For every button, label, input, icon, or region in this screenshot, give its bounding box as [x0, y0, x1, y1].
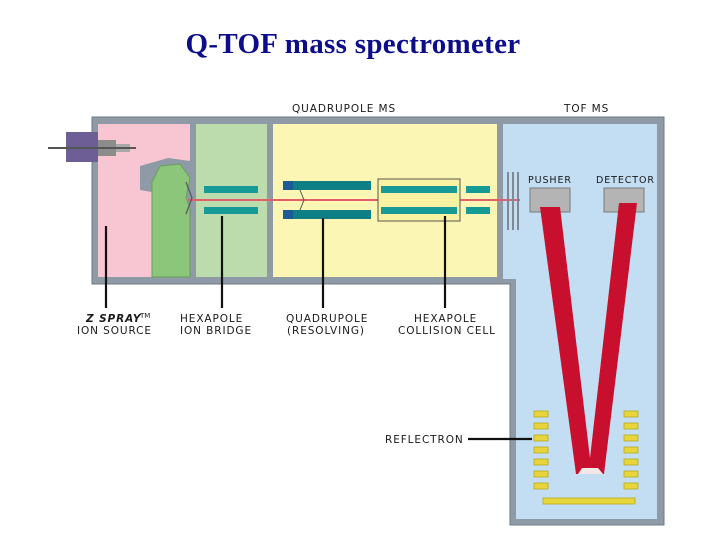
quadrupole-label: QUADRUPOLE [286, 313, 368, 325]
sampling-cone [151, 163, 191, 278]
reflectron-plates-left [533, 410, 549, 490]
pusher-label: PUSHER [528, 175, 572, 186]
collision-cell-label: COLLISION CELL [398, 325, 496, 337]
tof-entrance-slits [507, 172, 519, 230]
quadrupole-prefilter [283, 210, 293, 219]
reflectron-back-plate [542, 497, 636, 505]
ion-source-label: ION SOURCE [77, 325, 152, 337]
page-title: Q-TOF mass spectrometer [185, 28, 521, 60]
ion-path-bend [299, 189, 305, 211]
zspray-tm-label: TM [139, 312, 150, 320]
quadrupole-rod [283, 210, 371, 219]
reflectron-plates-right [623, 410, 639, 490]
quadrupole-ms-label: QUADRUPOLE MS [292, 103, 396, 115]
flight-path-turn [578, 468, 603, 474]
ion-bridge-label: ION BRIDGE [180, 325, 252, 337]
hexapole-bridge-label: HEXAPOLE [180, 313, 243, 325]
collision-cell-rod [381, 207, 457, 214]
transfer-lens [466, 207, 490, 214]
tof-flight-path [540, 203, 637, 474]
quadrupole-rod [283, 181, 371, 190]
quadrupole-prefilter [283, 181, 293, 190]
hexapole-cell-label: HEXAPOLE [414, 313, 477, 325]
leader-lines [104, 216, 532, 441]
resolving-label: (RESOLVING) [287, 325, 365, 337]
transfer-lens [466, 186, 490, 193]
tof-ms-label: TOF MS [563, 103, 609, 115]
ion-path-entry [185, 181, 193, 215]
zspray-brand-label: Z SPRAY [85, 313, 142, 325]
ion-bridge-rod [204, 186, 258, 193]
reflectron-label: REFLECTRON [385, 434, 464, 446]
spray-probe [48, 132, 136, 162]
collision-cell-rod [381, 186, 457, 193]
collision-cell [377, 178, 461, 222]
ion-source-region [98, 124, 190, 277]
ion-bridge-rod [204, 207, 258, 214]
detector-label: DETECTOR [596, 175, 655, 186]
